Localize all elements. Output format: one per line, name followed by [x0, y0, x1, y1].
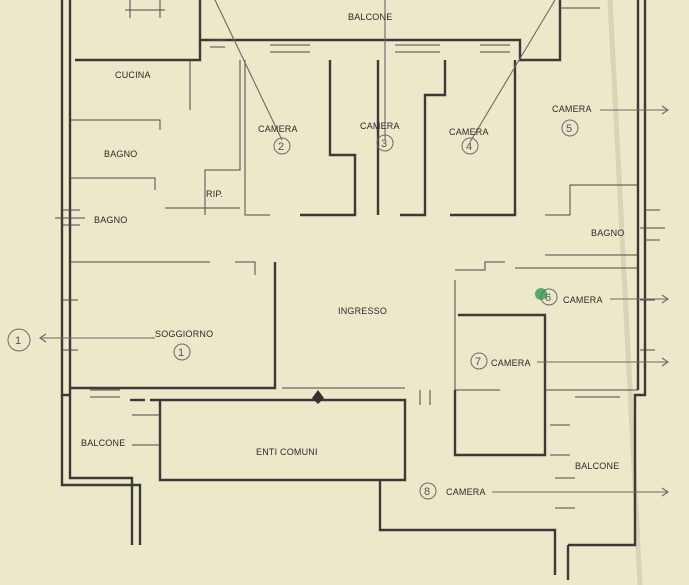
label-cucina: CUCINA	[115, 70, 151, 80]
arrow-7	[537, 357, 669, 367]
label-bagno-2: BAGNO	[94, 215, 128, 225]
number-2: 2	[278, 141, 284, 153]
label-camera-4: CAMERA	[449, 127, 489, 137]
label-camera-8: CAMERA	[446, 487, 486, 497]
circle-number-5	[561, 119, 579, 137]
outer-walls	[60, 0, 647, 580]
label-camera-6: CAMERA	[563, 295, 603, 305]
circled-numbers: 2 3 4 5 1 1 6 7 8	[7, 119, 579, 500]
circle-number-1-room	[173, 343, 191, 361]
circle-number-2	[273, 137, 291, 155]
label-camera-2: CAMERA	[258, 124, 298, 134]
label-balcone-right: BALCONE	[575, 461, 619, 471]
interior-walls	[70, 60, 638, 482]
label-bagno-right: BAGNO	[591, 228, 625, 238]
arrow-1	[39, 333, 155, 343]
arrow-6	[610, 294, 669, 304]
number-1-room: 1	[178, 347, 184, 359]
circle-number-6	[540, 288, 558, 306]
leader-line-4	[469, 0, 556, 143]
number-4: 4	[466, 141, 472, 153]
room-labels: BALCONE CUCINA BAGNO BAGNO RIP. CAMERA C…	[81, 12, 625, 497]
label-camera-3: CAMERA	[360, 121, 400, 131]
entrance-marker-icon	[312, 390, 324, 404]
circle-number-7	[470, 352, 488, 370]
label-balcone-top: BALCONE	[348, 12, 392, 22]
number-8: 8	[424, 486, 430, 498]
label-enti-comuni: ENTI COMUNI	[256, 447, 318, 457]
circle-number-1-side	[7, 328, 31, 352]
leader-line-2	[214, 0, 283, 141]
label-rip: RIP.	[206, 189, 223, 199]
number-3: 3	[381, 138, 387, 150]
label-ingresso: INGRESSO	[338, 306, 387, 316]
circle-number-4	[461, 137, 479, 155]
label-balcone-left: BALCONE	[81, 438, 125, 448]
label-camera-7: CAMERA	[491, 358, 531, 368]
arrow-5	[600, 105, 669, 115]
label-soggiorno: SOGGIORNO	[155, 329, 213, 339]
circle-number-3	[376, 134, 394, 152]
label-bagno-1: BAGNO	[104, 149, 138, 159]
arrow-8	[492, 487, 669, 497]
annotation-lines	[39, 0, 669, 497]
number-6: 6	[545, 292, 551, 304]
number-7: 7	[475, 356, 481, 368]
circle-number-8	[419, 482, 437, 500]
window-marks	[55, 0, 665, 509]
number-5: 5	[566, 123, 572, 135]
number-1-side: 1	[15, 335, 21, 347]
label-camera-5: CAMERA	[552, 104, 592, 114]
